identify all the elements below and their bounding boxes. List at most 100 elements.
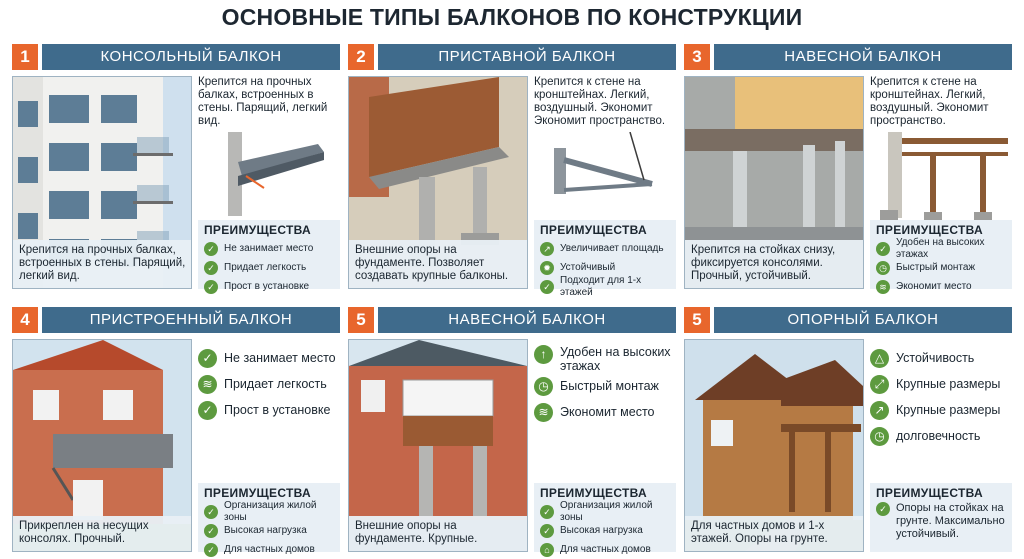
home-icon: ⌂ — [540, 542, 554, 557]
card-description: Крепится к стене на кронштейнах. Легкий,… — [534, 76, 666, 127]
card-header: 5 НАВЕСНОЙ БАЛКОН — [348, 307, 676, 333]
advantage-item: ✓Организация жилой зоны — [540, 500, 672, 523]
feature-item: ◷Быстрый монтаж — [534, 373, 676, 399]
advantage-item: ✓Подходит для 1-х этажей — [540, 275, 672, 298]
feature-item: ↑Удобен на высоких этажах — [534, 345, 676, 373]
card-title: ОПОРНЫЙ БАЛКОН — [714, 307, 1012, 333]
advantages-title: ПРЕИМУЩЕСТВА — [540, 486, 647, 500]
advantages-title: ПРЕИМУЩЕСТВА — [876, 223, 983, 237]
photo-caption: Для частных домов и 1-х этажей. Опоры на… — [685, 516, 863, 551]
check-icon: ✓ — [204, 241, 218, 256]
page-title: ОСНОВНЫЕ ТИПЫ БАЛКОНОВ ПО КОНСТРУКЦИИ — [221, 4, 803, 30]
advantage-item: ✓Высокая нагрузка — [540, 521, 672, 540]
card-title: НАВЕСНОЙ БАЛКОН — [714, 44, 1012, 70]
wave-icon: ≋ — [876, 279, 890, 294]
feature-item: ↗Крупные размеры — [870, 397, 1012, 423]
clock-icon: ◷ — [870, 426, 889, 446]
clock-icon: ◷ — [534, 376, 553, 396]
advantages-panel: ПРЕИМУЩЕСТВА ✓Не занимает место ✓Придает… — [198, 220, 340, 294]
check-icon: ✓ — [540, 279, 554, 294]
photo-caption: Внешние опоры на фундаменте. Крупные. — [349, 516, 527, 551]
check-icon: ✓ — [876, 241, 890, 256]
card-hanging-balcony: 3 НАВЕСНОЙ БАЛКОН Крепится на стойках сн… — [684, 44, 1012, 294]
advantages-panel: ПРЕИМУЩЕСТВА ✓Опоры на стойках на грунте… — [870, 483, 1012, 552]
advantages-panel: ПРЕИМУЩЕСТВА ↗Увеличивает площадь ✹Устой… — [534, 220, 676, 298]
card-annex-balcony: 4 ПРИСТРОЕННЫЙ БАЛКОН Прикреплен на несу… — [12, 307, 340, 557]
advantage-item: ↗Увеличивает площадь — [540, 239, 672, 258]
card-support-balcony: 5 ОПОРНЫЙ БАЛКОН Для частных домов и 1-х… — [684, 307, 1012, 552]
card-number: 3 — [684, 44, 710, 70]
feature-item: ✓Не занимает место — [198, 345, 340, 371]
feature-item: ◷долговечность — [870, 423, 1012, 449]
check-icon: ✓ — [540, 523, 554, 538]
photo-caption: Прикреплен на несущих консолях. Прочный. — [13, 516, 191, 551]
card-header: 3 НАВЕСНОЙ БАЛКОН — [684, 44, 1012, 70]
photo-caption: Крепится на прочных балках, встроенных в… — [13, 240, 191, 288]
check-icon: ✓ — [204, 542, 218, 557]
card-description: Крепится на прочных балках, встроенных в… — [198, 76, 328, 127]
triangle-icon: △ — [870, 348, 889, 368]
feature-item: ⤢Крупные размеры — [870, 371, 1012, 397]
terrace-illustration: Крепится на стойках снизу, фиксируется к… — [684, 76, 864, 289]
feature-item: ≋Придает легкость — [198, 371, 340, 397]
card-hanging-balcony-2: 5 НАВЕСНОЙ БАЛКОН Внешние опоры на фунда… — [348, 307, 676, 557]
features-list: △Устойчивость ⤢Крупные размеры ↗Крупные … — [870, 345, 1012, 449]
advantage-item: ✓Прост в установке — [204, 277, 336, 296]
post-frame-illustration — [880, 132, 1008, 220]
card-number: 1 — [12, 44, 38, 70]
card-header: 4 ПРИСТРОЕННЫЙ БАЛКОН — [12, 307, 340, 333]
card-title: НАВЕСНОЙ БАЛКОН — [378, 307, 676, 333]
clock-icon: ◷ — [876, 260, 890, 275]
advantage-item: ⌂Для частных домов — [540, 540, 672, 559]
glazed-balcony-illustration: Внешние опоры на фундаменте. Крупные. — [348, 339, 528, 552]
expand-icon: ⤢ — [870, 374, 889, 394]
check-icon: ✓ — [876, 502, 890, 516]
advantages-panel: ПРЕИМУЩЕСТВА ✓Организация жилой зоны ✓Вы… — [534, 483, 676, 557]
advantages-panel: ПРЕИМУЩЕСТВА ✓Организация жилой зоны ✓Вы… — [198, 483, 340, 557]
advantage-item: ◷Быстрый монтаж — [876, 258, 1008, 277]
check-icon: ✓ — [204, 260, 218, 275]
advantage-item: ✓Удобен на высоких этажах — [876, 237, 1008, 260]
card-console-balcony: 1 КОНСОЛЬНЫЙ БАЛКОН Крепится на прочных … — [12, 44, 340, 294]
advantages-panel: ПРЕИМУЩЕСТВА ✓Удобен на высоких этажах ◷… — [870, 220, 1012, 294]
card-title: ПРИСТАВНОЙ БАЛКОН — [378, 44, 676, 70]
arrow-diagonal-icon: ↗ — [870, 400, 889, 420]
check-icon: ✓ — [198, 348, 217, 368]
advantage-item: ✓Высокая нагрузка — [204, 521, 336, 540]
check-icon: ✓ — [204, 279, 218, 294]
bracket-illustration — [554, 132, 653, 194]
card-header: 5 ОПОРНЫЙ БАЛКОН — [684, 307, 1012, 333]
check-icon: ✓ — [198, 400, 217, 420]
advantages-title: ПРЕИМУЩЕСТВА — [540, 223, 647, 237]
advantage-item: ✓Не занимает место — [204, 239, 336, 258]
check-icon: ✓ — [204, 504, 218, 519]
card-number: 5 — [684, 307, 710, 333]
wave-icon: ≋ — [534, 402, 553, 422]
arrow-up-icon: ↑ — [534, 345, 553, 364]
card-header: 1 КОНСОЛЬНЫЙ БАЛКОН — [12, 44, 340, 70]
advantages-title: ПРЕИМУЩЕСТВА — [204, 486, 311, 500]
features-list: ↑Удобен на высоких этажах ◷Быстрый монта… — [534, 345, 676, 425]
advantage-item: ≋Экономит место — [876, 277, 1008, 296]
advantage-item: ✹Устойчивый — [540, 258, 672, 277]
card-title: КОНСОЛЬНЫЙ БАЛКОН — [42, 44, 340, 70]
advantage-item: ✓Организация жилой зоны — [204, 500, 336, 523]
card-title: ПРИСТРОЕННЫЙ БАЛКОН — [42, 307, 340, 333]
balcony-support-illustration: Внешние опоры на фундаменте. Позволяет с… — [348, 76, 528, 289]
brick-house-illustration: Прикреплен на несущих консолях. Прочный. — [12, 339, 192, 552]
photo-caption: Крепится на стойках снизу, фиксируется к… — [685, 240, 863, 288]
feature-item: ≋Экономит место — [534, 399, 676, 425]
card-description: Крепится к стене на кронштейнах. Легкий,… — [870, 76, 989, 127]
brick-house-balcony-image — [13, 340, 191, 551]
advantage-item: ✓Придает легкость — [204, 258, 336, 277]
area-icon: ↗ — [540, 241, 554, 256]
features-list: ✓Не занимает место ≋Придает легкость ✓Пр… — [198, 345, 340, 423]
advantage-item: ✓Для частных домов — [204, 540, 336, 559]
check-icon: ✓ — [540, 504, 554, 519]
photo-caption: Внешние опоры на фундаменте. Позволяет с… — [349, 240, 527, 288]
card-header: 2 ПРИСТАВНОЙ БАЛКОН — [348, 44, 676, 70]
advantages-title: ПРЕИМУЩЕСТВА — [876, 486, 983, 500]
card-attached-balcony: 2 ПРИСТАВНОЙ БАЛКОН Внешние опоры на фун… — [348, 44, 676, 298]
apartment-building-image — [13, 77, 191, 288]
card-number: 4 — [12, 307, 38, 333]
